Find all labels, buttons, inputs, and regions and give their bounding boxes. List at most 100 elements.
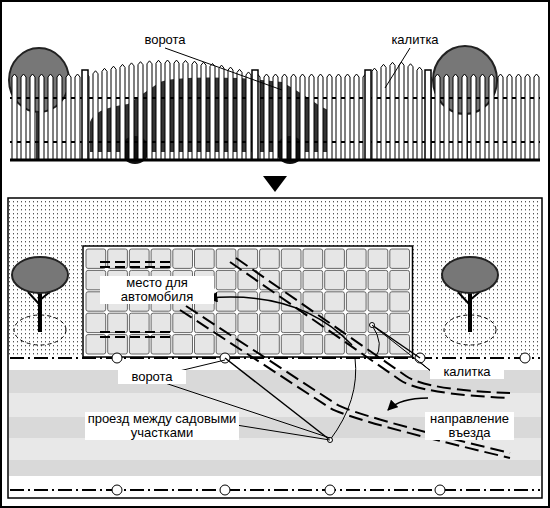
fence-post: [365, 70, 371, 160]
fence-picket: [57, 74, 62, 160]
paving-grid: [83, 246, 413, 357]
fence-picket: [399, 62, 404, 160]
fence-picket: [93, 71, 98, 160]
paving-tile: [216, 270, 236, 289]
fence-picket: [318, 74, 323, 160]
paving-tile: [238, 313, 258, 332]
fence-picket: [489, 74, 494, 160]
fence-line: [10, 485, 540, 495]
fence-picket: [21, 74, 26, 160]
paving-tile: [368, 249, 388, 268]
fence-picket: [264, 74, 269, 160]
fence-picket: [246, 72, 251, 160]
paving-tile: [303, 292, 323, 311]
fence-picket: [291, 74, 296, 160]
fence-picket: [462, 74, 467, 160]
fence-picket: [453, 74, 458, 160]
fence-picket: [48, 74, 53, 160]
paving-tile: [390, 249, 410, 268]
paving-tile: [303, 270, 323, 289]
callout-label: ворота: [118, 370, 186, 384]
callout-label: проезд между садовыми участками: [85, 412, 239, 440]
callout-label: направление въезда: [425, 412, 514, 440]
paving-tile: [216, 313, 236, 332]
paving-tile: [368, 292, 388, 311]
paving-tile: [325, 335, 345, 354]
paving-tile: [346, 270, 366, 289]
paving-tile: [390, 292, 410, 311]
paving-tile: [325, 270, 345, 289]
fence-picket: [165, 60, 170, 160]
paving-tile: [195, 249, 215, 268]
fence-picket: [480, 74, 485, 160]
fence-picket: [354, 74, 359, 160]
paving-tile: [281, 313, 301, 332]
paving-tile: [108, 313, 128, 332]
paving-tile: [390, 270, 410, 289]
fence-picket: [201, 62, 206, 160]
fence-picket: [372, 68, 377, 160]
road: [9, 370, 541, 476]
paving-tile: [281, 335, 301, 354]
paving-tile: [86, 313, 106, 332]
fence-picket: [300, 74, 305, 160]
fence-picket: [327, 74, 332, 160]
paving-tile: [129, 313, 149, 332]
fence-picket: [66, 74, 71, 160]
paving-tile: [260, 313, 280, 332]
fence-picket: [417, 67, 422, 160]
paving-tile: [325, 292, 345, 311]
fence-picket: [534, 74, 539, 160]
fence-picket: [30, 74, 35, 160]
paving-tile: [325, 249, 345, 268]
fence-picket: [282, 74, 287, 160]
fence-picket: [237, 69, 242, 160]
tree: [9, 48, 69, 160]
fence-picket: [219, 65, 224, 160]
fence-picket: [309, 74, 314, 160]
callout-label: ворота: [128, 33, 202, 47]
fence-picket: [516, 74, 521, 160]
paving-tile: [151, 313, 171, 332]
fence-picket: [12, 74, 17, 160]
fence-picket: [471, 74, 476, 160]
paving-tile: [173, 335, 193, 354]
fence-picket: [183, 60, 188, 160]
arrows: [208, 297, 428, 410]
fence-picket: [381, 64, 386, 160]
paving-tile: [346, 313, 366, 332]
ground-line: [10, 159, 540, 162]
paving-tile: [303, 335, 323, 354]
fence-picket: [192, 61, 197, 160]
fence-picket: [120, 64, 125, 160]
fence-post: [425, 70, 431, 160]
paving-tile: [260, 249, 280, 268]
tree: [12, 257, 68, 345]
callout-label: калитка: [380, 33, 450, 47]
paving-tile: [281, 270, 301, 289]
fence-picket: [210, 64, 215, 161]
fence-picket: [345, 74, 350, 160]
fence-picket: [435, 74, 440, 160]
fence-picket: [156, 60, 161, 160]
paving-tile: [346, 292, 366, 311]
callout-label: место для автомобиля: [100, 276, 214, 304]
leader-line: [385, 48, 410, 88]
fence-picket: [111, 66, 116, 160]
fence-picket: [75, 74, 80, 160]
paving-tile: [303, 249, 323, 268]
fence-picket: [138, 62, 143, 160]
paving-tile: [368, 270, 388, 289]
fence-picket: [39, 74, 44, 160]
paving-tile: [281, 249, 301, 268]
paving-tile: [390, 313, 410, 332]
fence-picket: [174, 60, 179, 160]
fence-picket: [147, 61, 152, 160]
plan-view: [8, 198, 542, 498]
paving-tile: [346, 249, 366, 268]
fence-post: [252, 70, 258, 160]
paving-border: [83, 246, 413, 357]
fence-picket: [390, 62, 395, 160]
